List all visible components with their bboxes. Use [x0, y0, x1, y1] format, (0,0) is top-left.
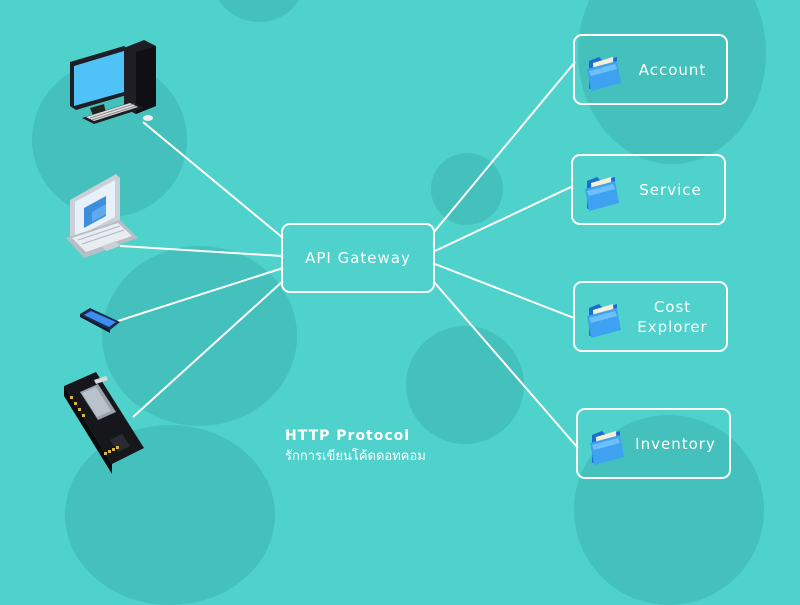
folder-icon: [590, 430, 624, 465]
folder-icon: [587, 56, 621, 91]
inventory-box: Inventory: [576, 408, 731, 479]
service-label: Service: [639, 180, 702, 199]
caption: HTTP Protocol รักการเขียนโค้ดดอทคอม: [285, 428, 426, 466]
link-cost-explorer: [434, 263, 575, 319]
api-gateway-label: API Gateway: [305, 249, 411, 267]
link-inventory: [433, 281, 579, 449]
inventory-label: Inventory: [635, 434, 716, 453]
cost-label-line1: Cost: [653, 297, 692, 316]
link-board: [132, 280, 284, 418]
desktop-computer-icon: [70, 40, 156, 124]
folder-icon: [585, 176, 619, 211]
link-desktop: [142, 121, 284, 239]
connection-lines: [117, 61, 579, 449]
site-subtitle: รักการเขียนโค้ดดอทคอม: [285, 449, 426, 464]
folder-icon: [587, 303, 621, 338]
link-account: [433, 61, 576, 233]
link-phone: [117, 267, 284, 322]
microcontroller-board-icon: [64, 372, 144, 474]
smartphone-icon: [80, 308, 120, 333]
laptop-icon: [66, 174, 138, 258]
service-box: Service: [571, 154, 726, 225]
background-circle: [406, 326, 524, 444]
background-circle: [214, 0, 304, 22]
account-label: Account: [638, 60, 707, 79]
background-circle: [102, 246, 297, 426]
cost-explorer-label: Cost Explorer: [625, 297, 726, 337]
link-laptop: [119, 245, 283, 257]
cost-label-line2: Explorer: [637, 317, 708, 336]
protocol-title: HTTP Protocol: [285, 428, 411, 444]
link-service: [434, 185, 574, 252]
background-circle: [431, 153, 503, 225]
account-service-box: Account: [573, 34, 728, 105]
cost-explorer-box: Cost Explorer: [573, 281, 728, 352]
api-gateway-box: API Gateway: [281, 223, 435, 293]
